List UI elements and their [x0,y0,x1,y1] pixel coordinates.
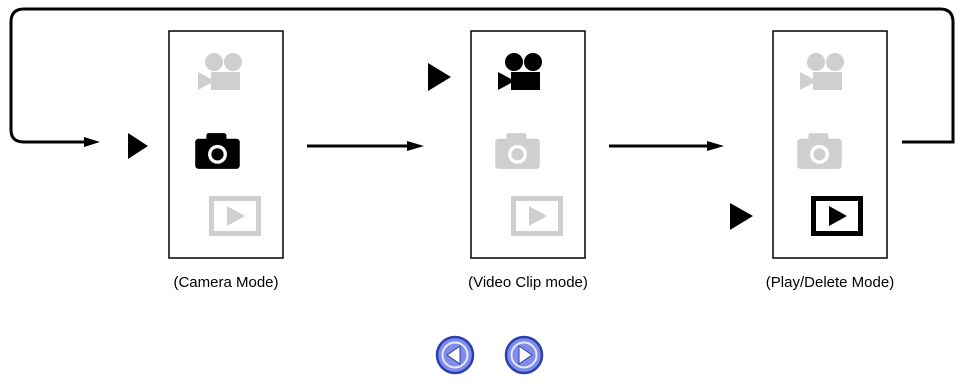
previous-page-button[interactable] [435,335,475,375]
camera-mode-label: (Camera Mode) [173,274,278,291]
video-clip-mode-label: (Video Clip mode) [468,274,588,291]
connector-arrowhead [407,141,424,151]
connector-arrowhead [707,141,724,151]
loop-back-path [9,7,955,144]
loop-back-arrowhead [84,137,100,147]
selection-pointer [730,203,753,230]
play-delete-mode-label: (Play/Delete Mode) [766,274,894,291]
selection-pointer [428,63,451,91]
selection-pointer [128,133,148,159]
next-page-button[interactable] [504,335,544,375]
